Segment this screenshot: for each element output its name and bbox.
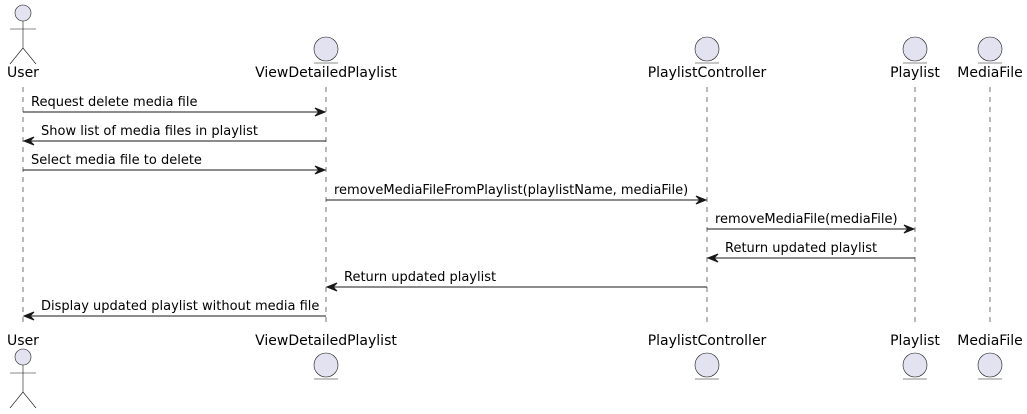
participant-label-top: MediaFile [957, 65, 1022, 81]
message-label: Return updated playlist [344, 270, 496, 285]
message-6: Return updated playlist [706, 241, 915, 263]
participant-controller-bottom: PlaylistController [648, 333, 767, 380]
message-3: Select media file to delete [23, 153, 327, 175]
message-label: removeMediaFile(mediaFile) [715, 212, 898, 227]
message-7: Return updated playlist [325, 270, 707, 292]
message-4: removeMediaFileFromPlaylist(playlistName… [326, 183, 708, 205]
participant-label-bottom: PlaylistController [648, 333, 767, 349]
participant-label-top: PlaylistController [648, 65, 767, 81]
participant-user-bottom: User [7, 333, 39, 409]
participant-playlist-bottom: Playlist [890, 333, 940, 380]
message-arrowhead [325, 282, 338, 292]
actor-head [14, 4, 32, 22]
entity-circle [313, 36, 339, 62]
participant-user-top: User [7, 4, 39, 81]
entity-circle [694, 352, 720, 378]
participant-label-bottom: Playlist [890, 333, 940, 349]
participant-mediafile-bottom: MediaFile [957, 333, 1023, 380]
actor-head [14, 348, 32, 366]
participant-view-bottom: ViewDetailedPlaylist [255, 333, 397, 380]
actor-body [9, 21, 37, 65]
participant-label-top: ViewDetailedPlaylist [255, 65, 397, 81]
entity-circle [902, 352, 928, 378]
participant-label-bottom: MediaFile [957, 333, 1022, 349]
participant-label-bottom: ViewDetailedPlaylist [255, 333, 397, 349]
participant-label-top: Playlist [890, 65, 940, 81]
participants: UserUserViewDetailedPlaylistViewDetailed… [7, 4, 1023, 409]
message-arrowhead [314, 107, 327, 117]
message-1: Request delete media file [23, 95, 327, 117]
message-label: Request delete media file [31, 95, 197, 110]
entity-circle [694, 36, 720, 62]
message-arrowhead [22, 311, 35, 321]
participant-controller-top: PlaylistController [648, 36, 767, 81]
entity-circle [313, 352, 339, 378]
lifelines [22, 87, 991, 327]
entity-circle [977, 352, 1003, 378]
message-label: removeMediaFileFromPlaylist(playlistName… [334, 183, 688, 198]
message-5: removeMediaFile(mediaFile) [707, 212, 916, 234]
message-arrowhead [22, 136, 35, 146]
message-arrowhead [706, 253, 719, 263]
message-label: Select media file to delete [31, 153, 202, 168]
message-arrowhead [314, 165, 327, 175]
participant-view-top: ViewDetailedPlaylist [255, 36, 397, 81]
participant-mediafile-top: MediaFile [957, 36, 1023, 81]
message-label: Return updated playlist [725, 241, 877, 256]
actor-body [9, 365, 37, 409]
message-2: Show list of media files in playlist [22, 124, 326, 146]
participant-label-bottom: User [7, 333, 39, 349]
message-arrowhead [903, 224, 916, 234]
entity-circle [977, 36, 1003, 62]
message-label: Show list of media files in playlist [41, 124, 258, 139]
message-label: Display updated playlist without media f… [41, 299, 319, 314]
message-arrowhead [695, 195, 708, 205]
message-8: Display updated playlist without media f… [22, 299, 326, 321]
participant-label-top: User [7, 65, 39, 81]
entity-circle [902, 36, 928, 62]
participant-playlist-top: Playlist [890, 36, 940, 81]
